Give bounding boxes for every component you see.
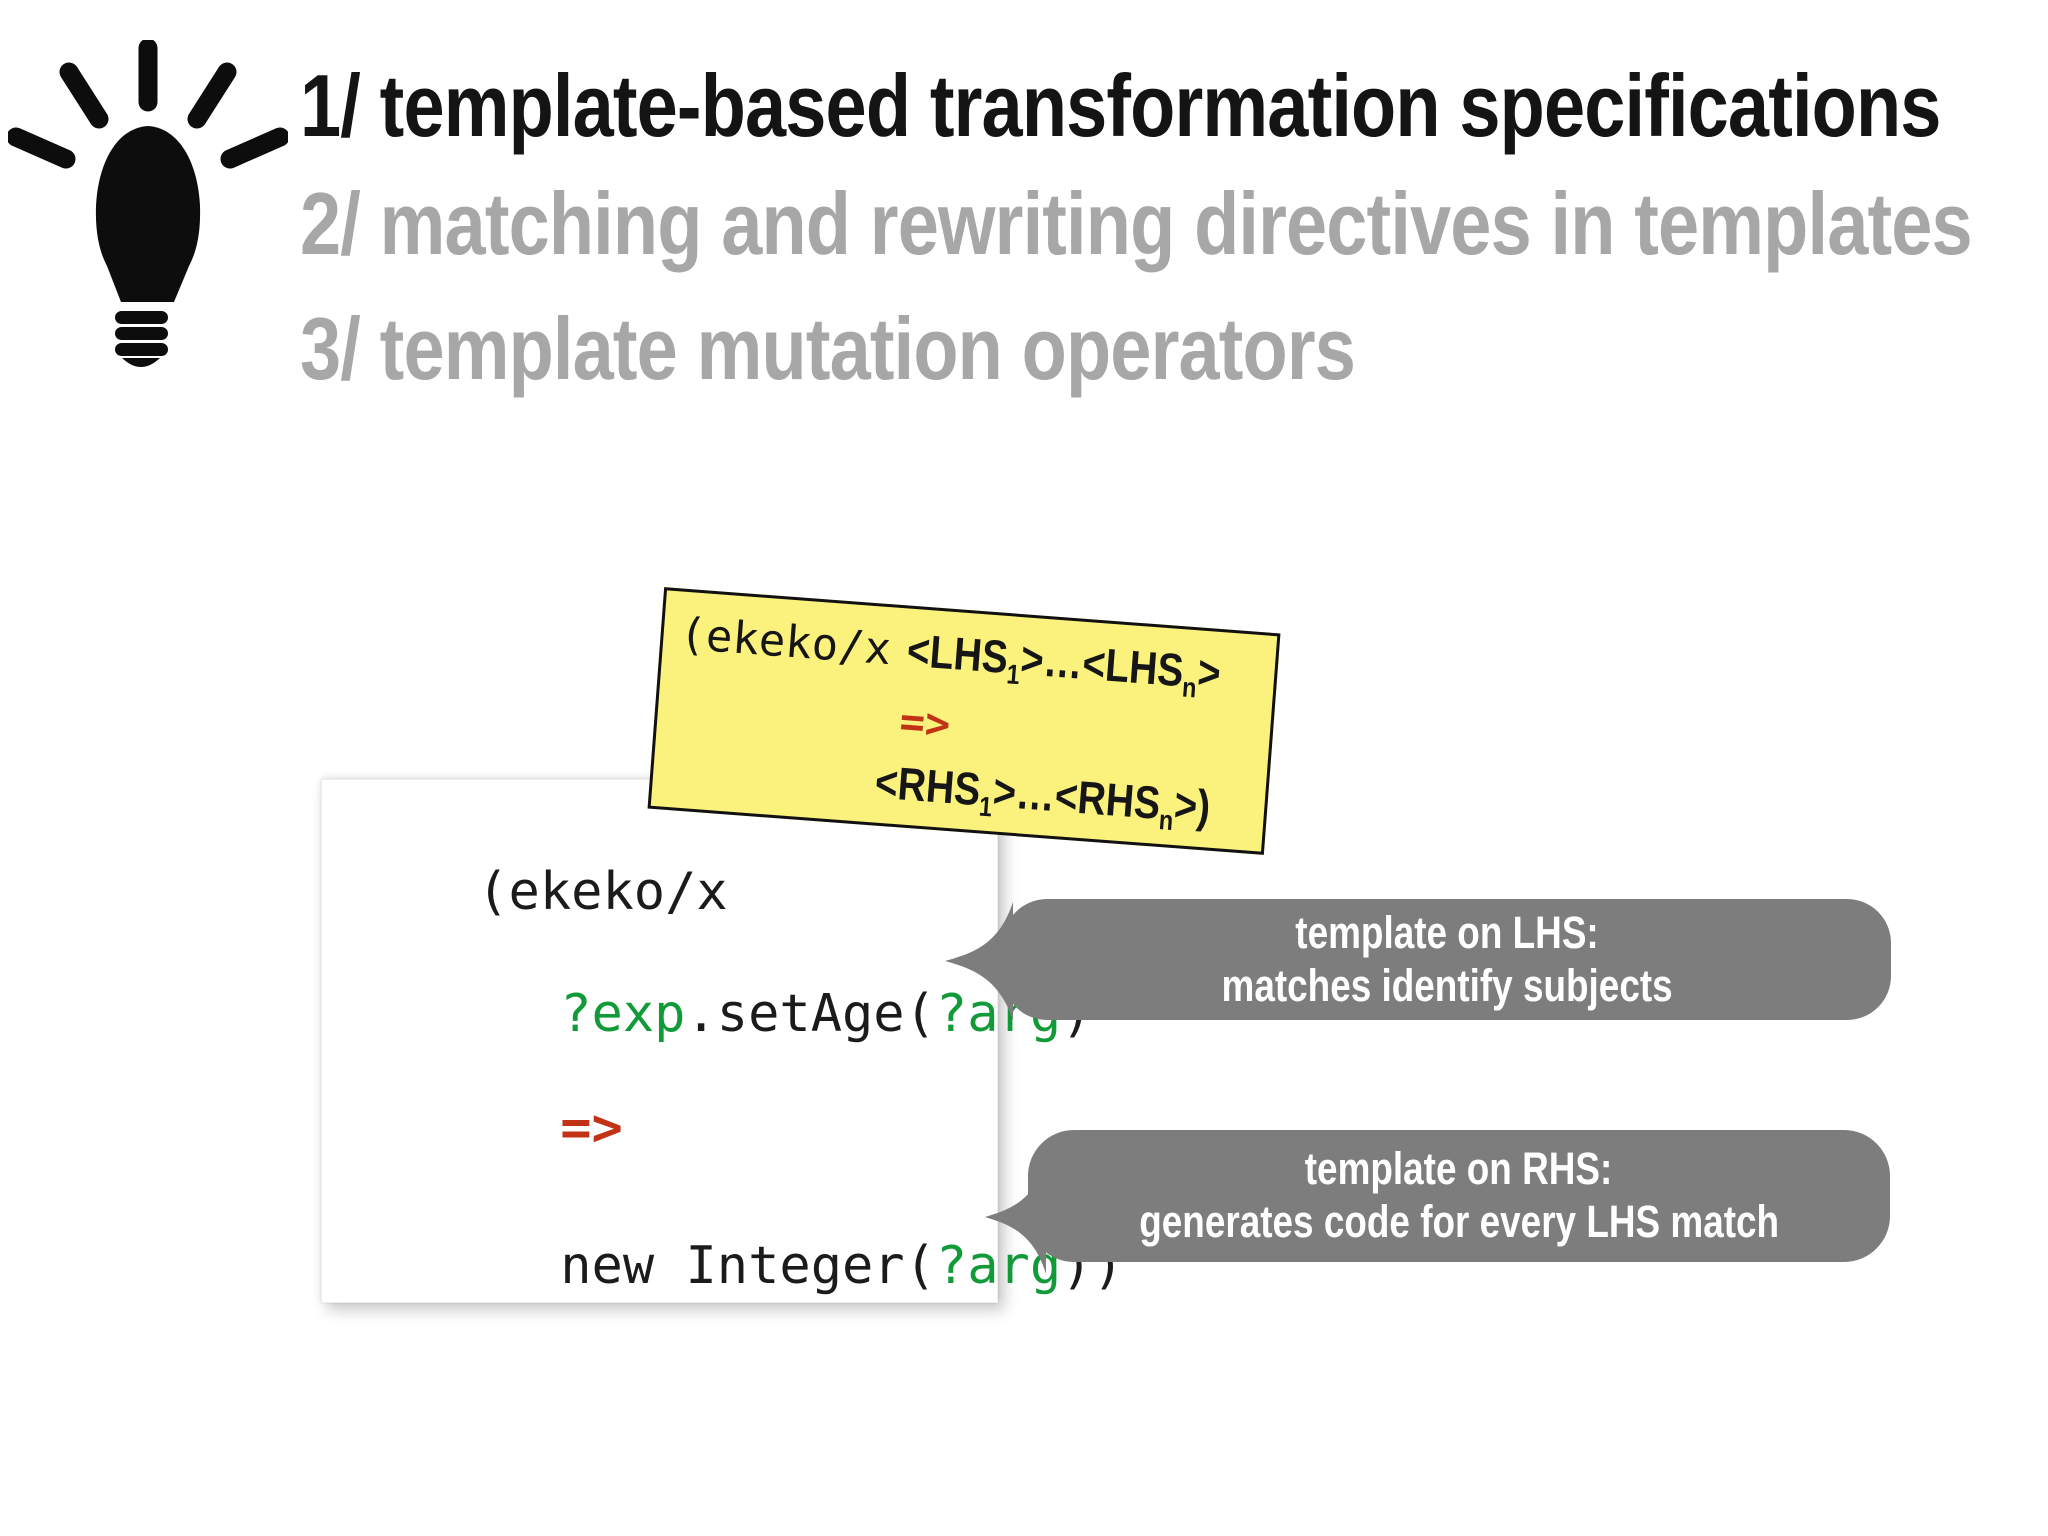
callout-rhs-subtitle: generates code for every LHS match xyxy=(1139,1196,1779,1247)
note-rewrite-arrow: => xyxy=(898,696,953,749)
callout-rhs-title: template on RHS: xyxy=(1305,1143,1613,1195)
note-rhs-open: <RHS xyxy=(873,755,983,816)
note-line-1: (ekeko/x <LHS1>…<LHSn> xyxy=(678,606,1278,706)
code-method-call: .setAge( xyxy=(685,984,936,1044)
agenda-item-1: 1/ template-based transformation specifi… xyxy=(300,62,2048,150)
note-keyword: (ekeko/x xyxy=(677,608,893,676)
callout-lhs-subtitle: matches identify subjects xyxy=(1221,959,1673,1011)
note-rhs-subn: n xyxy=(1157,804,1175,837)
callout-rhs: template on RHS: generates code for ever… xyxy=(1028,1130,1890,1262)
code-constructor: new Integer( xyxy=(560,1236,936,1296)
code-line-arrow: => xyxy=(435,1050,623,1206)
note-rhs-pattern: <RHS1>…<RHSn>) xyxy=(873,755,1213,837)
code-keyword: (ekeko/x xyxy=(477,862,728,922)
code-var-exp: ?exp xyxy=(560,984,686,1044)
note-lhs-pattern: <LHS1>…<LHSn> xyxy=(905,623,1223,704)
note-lhs-close: > xyxy=(1195,645,1223,700)
code-line-rhs: new Integer(?arg)) xyxy=(435,1188,1124,1344)
note-lhs-mid: >…<LHS xyxy=(1018,632,1186,697)
agenda-item-1-label: 1/ template-based transformation specifi… xyxy=(300,56,1941,155)
agenda-item-2: 2/ matching and rewriting directives in … xyxy=(300,180,2048,268)
agenda-item-3: 3/ template mutation operators xyxy=(300,305,1556,393)
lightbulb-icon xyxy=(8,40,288,367)
note-line-3: <RHS1>…<RHSn>) xyxy=(873,755,1271,840)
code-panel xyxy=(321,779,998,1303)
note-rhs-close: >) xyxy=(1172,778,1213,833)
note-lhs-open: <LHS xyxy=(905,623,1010,684)
callout-lhs: template on LHS: matches identify subjec… xyxy=(1003,899,1891,1020)
callout-lhs-title: template on LHS: xyxy=(1295,906,1599,958)
yellow-note: (ekeko/x <LHS1>…<LHSn> => <RHS1>…<RHSn>) xyxy=(647,587,1281,855)
note-rhs-mid: >…<RHS xyxy=(991,764,1163,829)
agenda-item-2-label: 2/ matching and rewriting directives in … xyxy=(300,174,1973,273)
agenda-item-3-label: 3/ template mutation operators xyxy=(300,299,1356,398)
code-rewrite-arrow: => xyxy=(560,1098,623,1158)
code-line-open: (ekeko/x xyxy=(352,814,728,970)
note-lhs-subn: n xyxy=(1181,671,1198,704)
